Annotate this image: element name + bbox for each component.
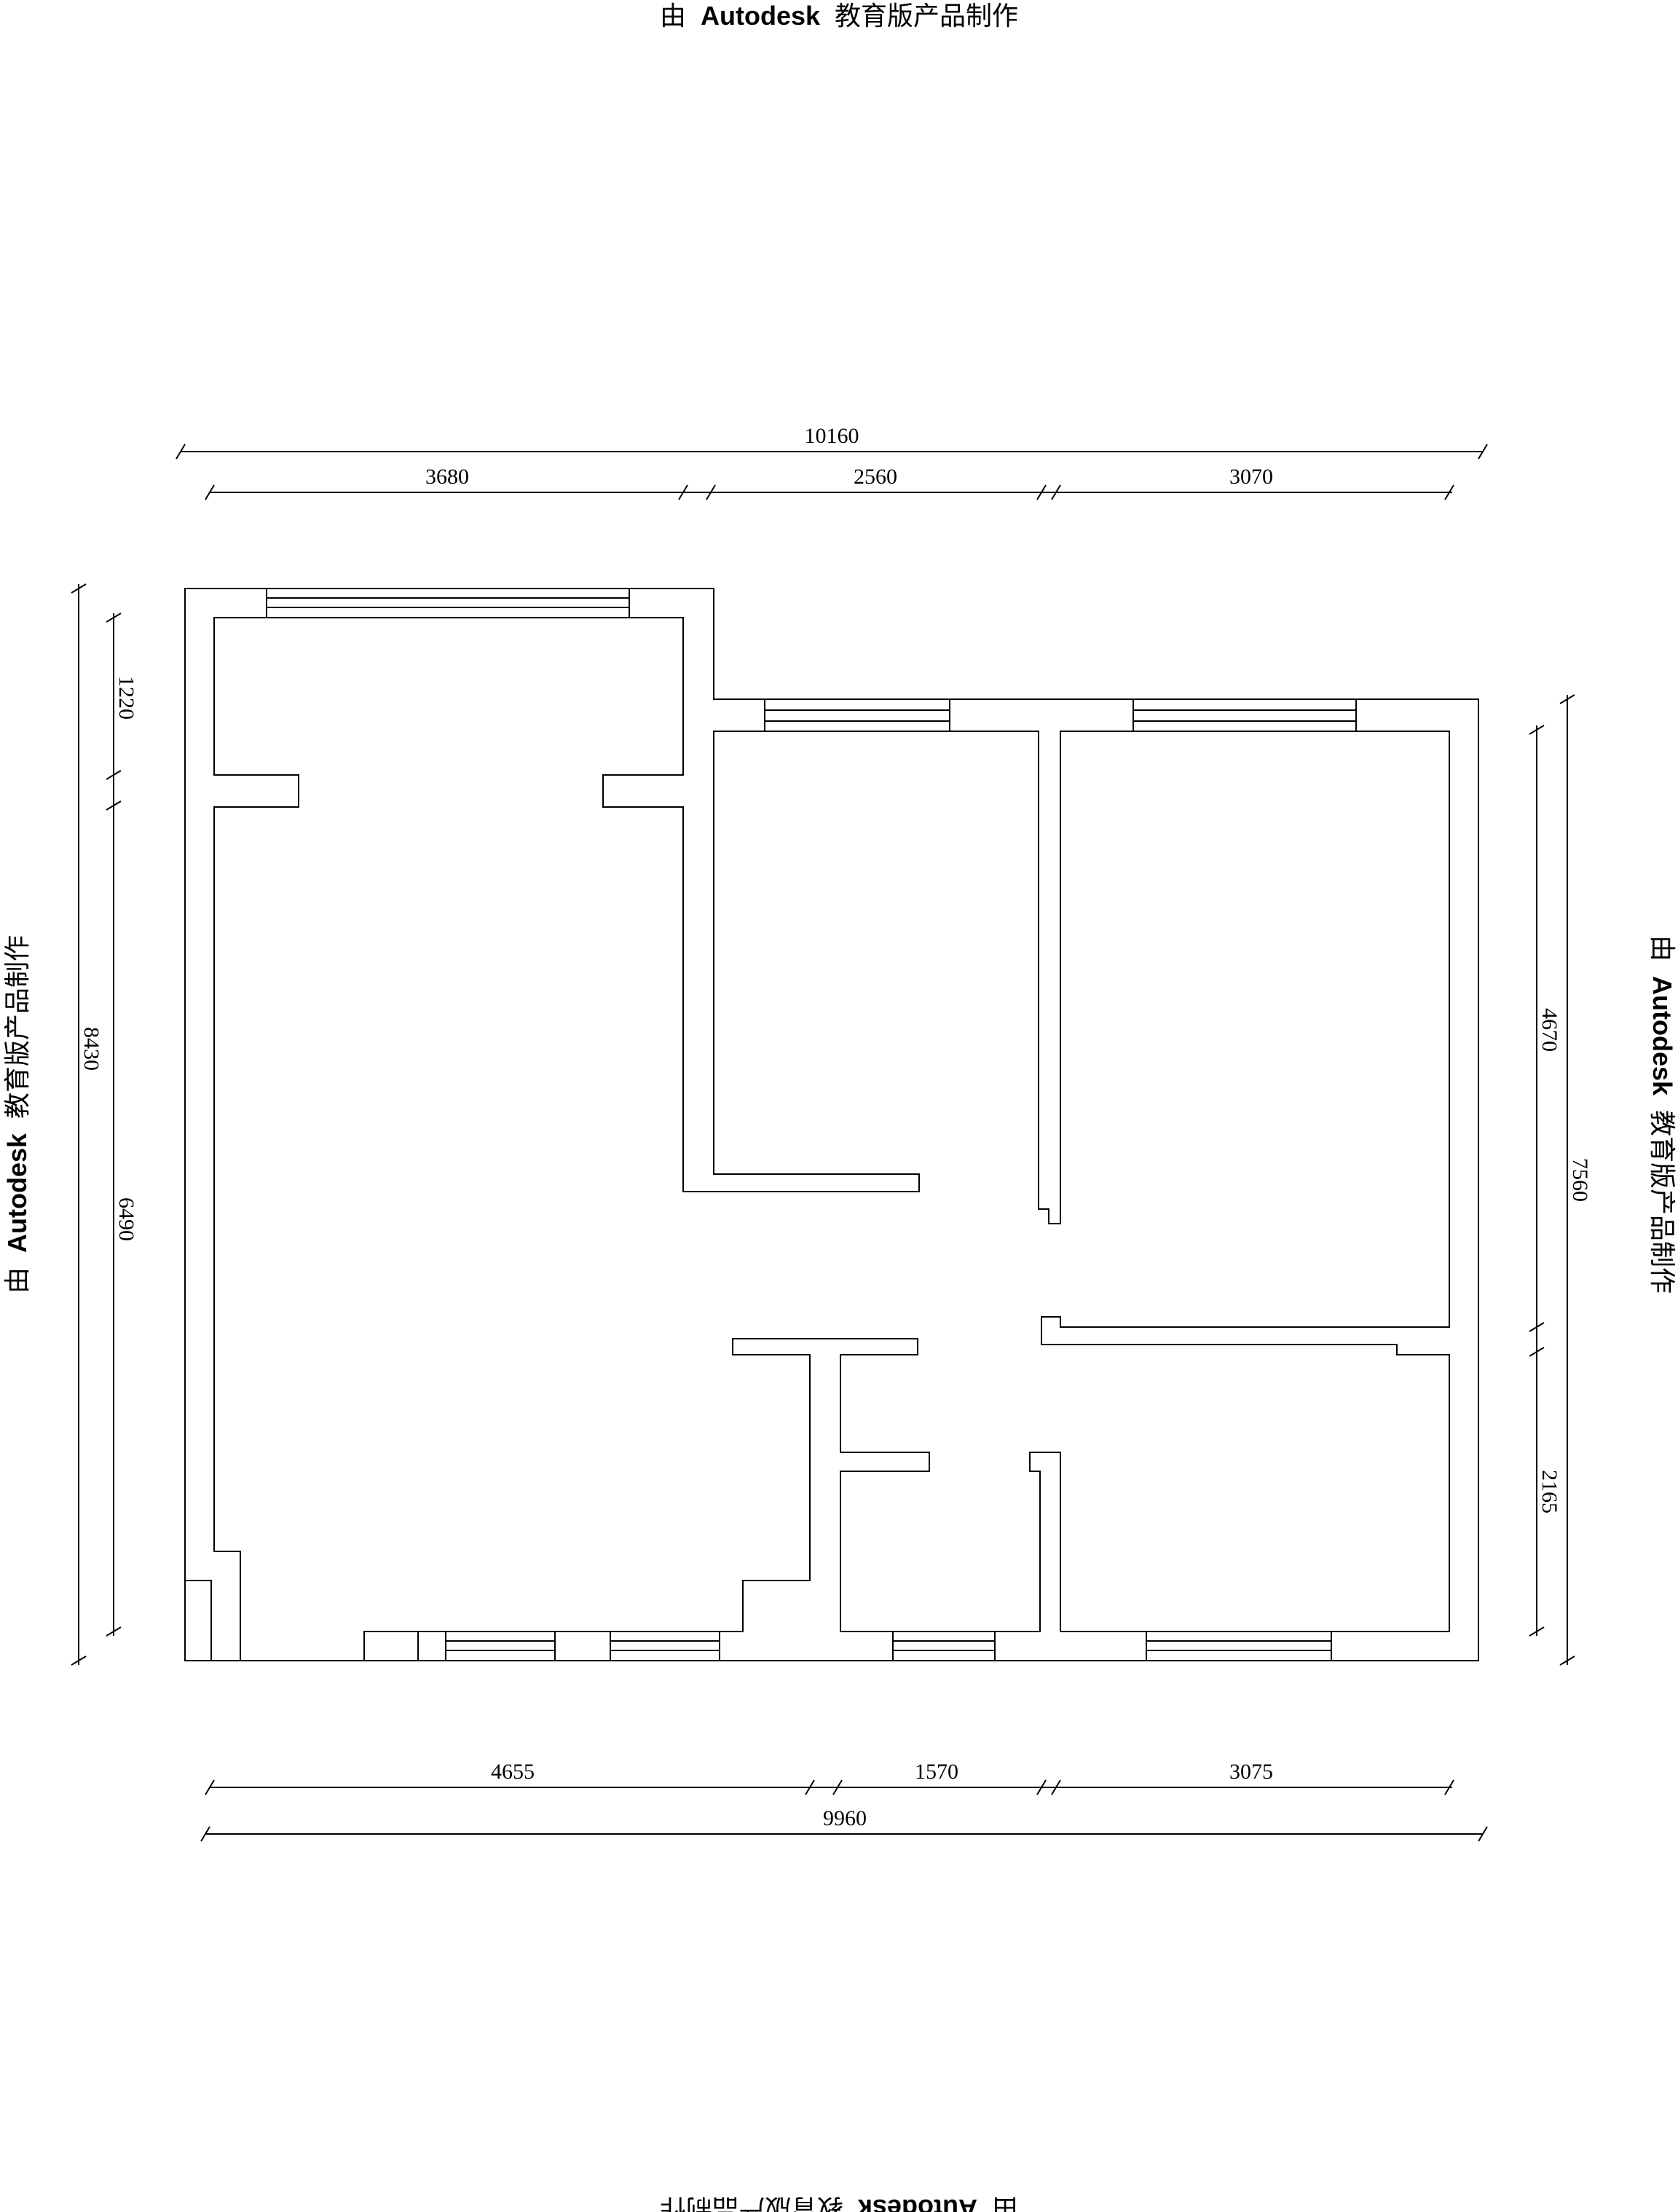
watermark-right: 由 Autodesk 教育版产品制作 [1647,935,1677,1294]
exterior-wall [184,588,1479,1661]
dimension-right-total: 7560 [1559,694,1592,1666]
dimension-bottom-total: 9960 [200,1806,1488,1842]
window-top-left [266,588,630,618]
window-bottom-middle [892,1631,996,1661]
window-bottom-left-2 [610,1631,720,1661]
dimension-left-segments: 1220 6490 [106,613,138,1637]
dimension-label: 4655 [491,1760,535,1784]
window-top-right [1133,698,1357,732]
dimension-label: 8430 [79,1027,103,1071]
dimension-label: 3075 [1229,1760,1273,1784]
dimension-right-segments: 4670 2165 [1529,725,1561,1637]
dimension-left-total: 8430 [71,583,103,1666]
dimension-label: 1570 [915,1760,958,1784]
dimension-label: 3070 [1229,465,1273,489]
dimension-label: 10160 [805,424,859,448]
window-bottom-right [1146,1631,1332,1661]
watermark-top: 由 Autodesk 教育版产品制作 [660,1,1018,31]
dimension-label: 6490 [114,1197,138,1241]
window-bottom-left-1 [445,1631,556,1661]
dimension-top-segments: 3680 2560 3070 [205,465,1454,500]
watermark-left: 由 Autodesk 教育版产品制作 [2,935,32,1294]
dimension-bottom-segments: 4655 1570 3075 [205,1760,1454,1795]
dimension-top-total: 10160 [176,424,1488,460]
watermark-bottom: 由 Autodesk 教育版产品制作 [660,2194,1018,2212]
dimension-label: 7560 [1568,1158,1592,1202]
dimension-label: 1220 [114,676,138,720]
dimension-label: 4670 [1537,1008,1561,1052]
dimension-label: 2165 [1537,1470,1561,1514]
dimension-label: 2560 [854,465,897,489]
dimension-label: 3680 [425,465,469,489]
dimension-label: 9960 [823,1806,867,1830]
window-top-middle [764,698,950,732]
